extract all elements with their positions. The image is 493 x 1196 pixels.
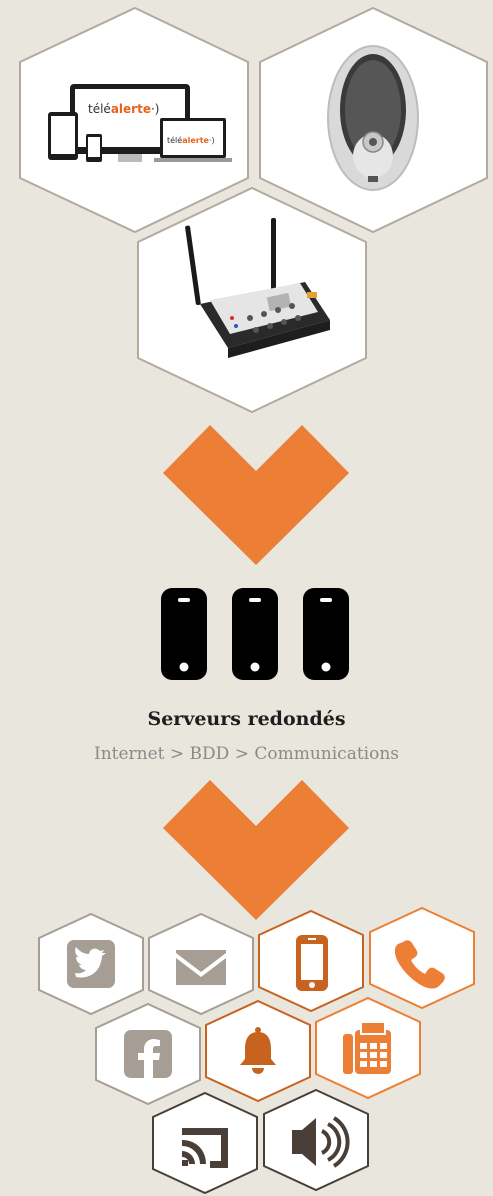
screens-hexagon: téléalerte·) téléalerte·) <box>20 8 248 232</box>
laptop-icon: téléalerte·) <box>154 118 232 162</box>
chevron-down-icon <box>163 425 349 565</box>
envelope-icon <box>176 950 226 985</box>
devices-hexagon-group: téléalerte·) téléalerte·) <box>0 0 493 420</box>
chevron-down-icon <box>163 780 349 920</box>
twitter-icon <box>67 940 115 988</box>
channel-fax[interactable] <box>316 998 420 1098</box>
server-icon <box>303 588 349 680</box>
channel-alert[interactable] <box>206 1001 310 1101</box>
speaker-hexagon <box>260 8 487 232</box>
servers-subtitle: Internet > BDD > Communications <box>0 744 493 764</box>
channels-hexagon-group <box>0 900 493 1196</box>
tablet-icon <box>48 112 78 160</box>
router-hexagon <box>138 188 366 412</box>
channel-cast[interactable] <box>153 1093 257 1193</box>
channel-mobile[interactable] <box>259 911 363 1011</box>
channel-phone[interactable] <box>370 908 474 1008</box>
mobile-phone-icon <box>296 935 328 991</box>
channel-facebook[interactable] <box>96 1004 200 1104</box>
servers-title: Serveurs redondés <box>0 708 493 730</box>
servers-group <box>161 588 349 680</box>
channel-loudspeaker[interactable] <box>264 1090 368 1190</box>
server-icon <box>232 588 278 680</box>
channel-email[interactable] <box>149 914 253 1014</box>
svg-text:téléalerte·): téléalerte·) <box>167 135 215 145</box>
server-icon <box>161 588 207 680</box>
channel-twitter[interactable] <box>39 914 143 1014</box>
facebook-icon <box>124 1030 172 1078</box>
phone-icon <box>86 134 102 162</box>
speaker-unit-image <box>328 46 418 190</box>
tele-alerte-logo: téléalerte·) <box>88 102 159 116</box>
